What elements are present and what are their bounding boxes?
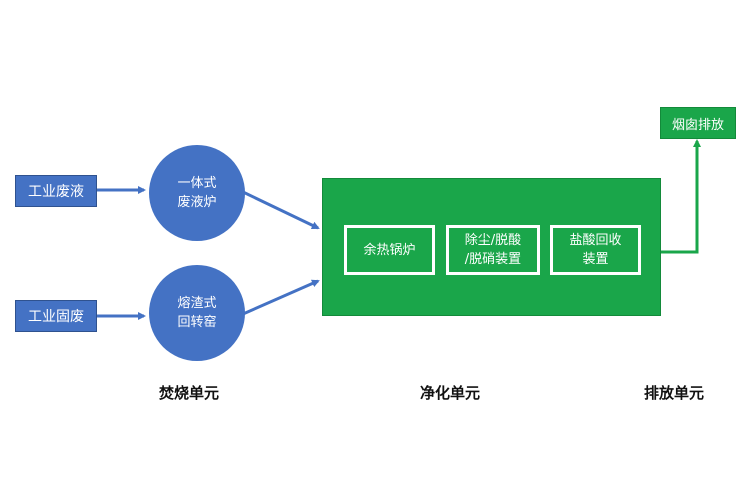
solid-waste-input: 工业固废 — [15, 300, 97, 332]
chimney-emission: 烟囱排放 — [660, 107, 736, 139]
arrow-kiln-to-purification — [242, 279, 320, 316]
waste-liquid-input: 工业废液 — [15, 175, 97, 207]
incineration-unit-label: 焚烧单元 — [159, 384, 220, 402]
rotary-kiln-line1: 熔渣式 — [177, 296, 217, 311]
slag-rotary-kiln: 熔渣式 回转窑 — [149, 265, 245, 361]
arrow-purification-to-stack — [660, 139, 701, 254]
waste-heat-boiler-label: 余热锅炉 — [363, 242, 416, 258]
integrated-furnace-line1: 一体式 — [177, 176, 217, 191]
rotary-kiln-line2: 回转窑 — [177, 315, 217, 330]
arrow-furnace-to-purification — [242, 190, 320, 230]
dust-removal-device: 除尘/脱酸 /脱硝装置 — [446, 225, 540, 275]
hcl-recovery-line1: 盐酸回收 — [569, 233, 622, 248]
purification-unit-label: 净化单元 — [420, 384, 481, 402]
dust-removal-line2: /脱硝装置 — [464, 252, 522, 267]
integrated-waste-liquid-furnace: 一体式 废液炉 — [149, 145, 245, 241]
hcl-recovery-line2: 装置 — [582, 252, 609, 267]
integrated-furnace-line2: 废液炉 — [177, 195, 217, 210]
waste-heat-boiler: 余热锅炉 — [344, 225, 435, 275]
dust-removal-line1: 除尘/脱酸 — [464, 233, 522, 248]
hcl-recovery-device: 盐酸回收 装置 — [550, 225, 641, 275]
emission-unit-label: 排放单元 — [644, 384, 705, 402]
